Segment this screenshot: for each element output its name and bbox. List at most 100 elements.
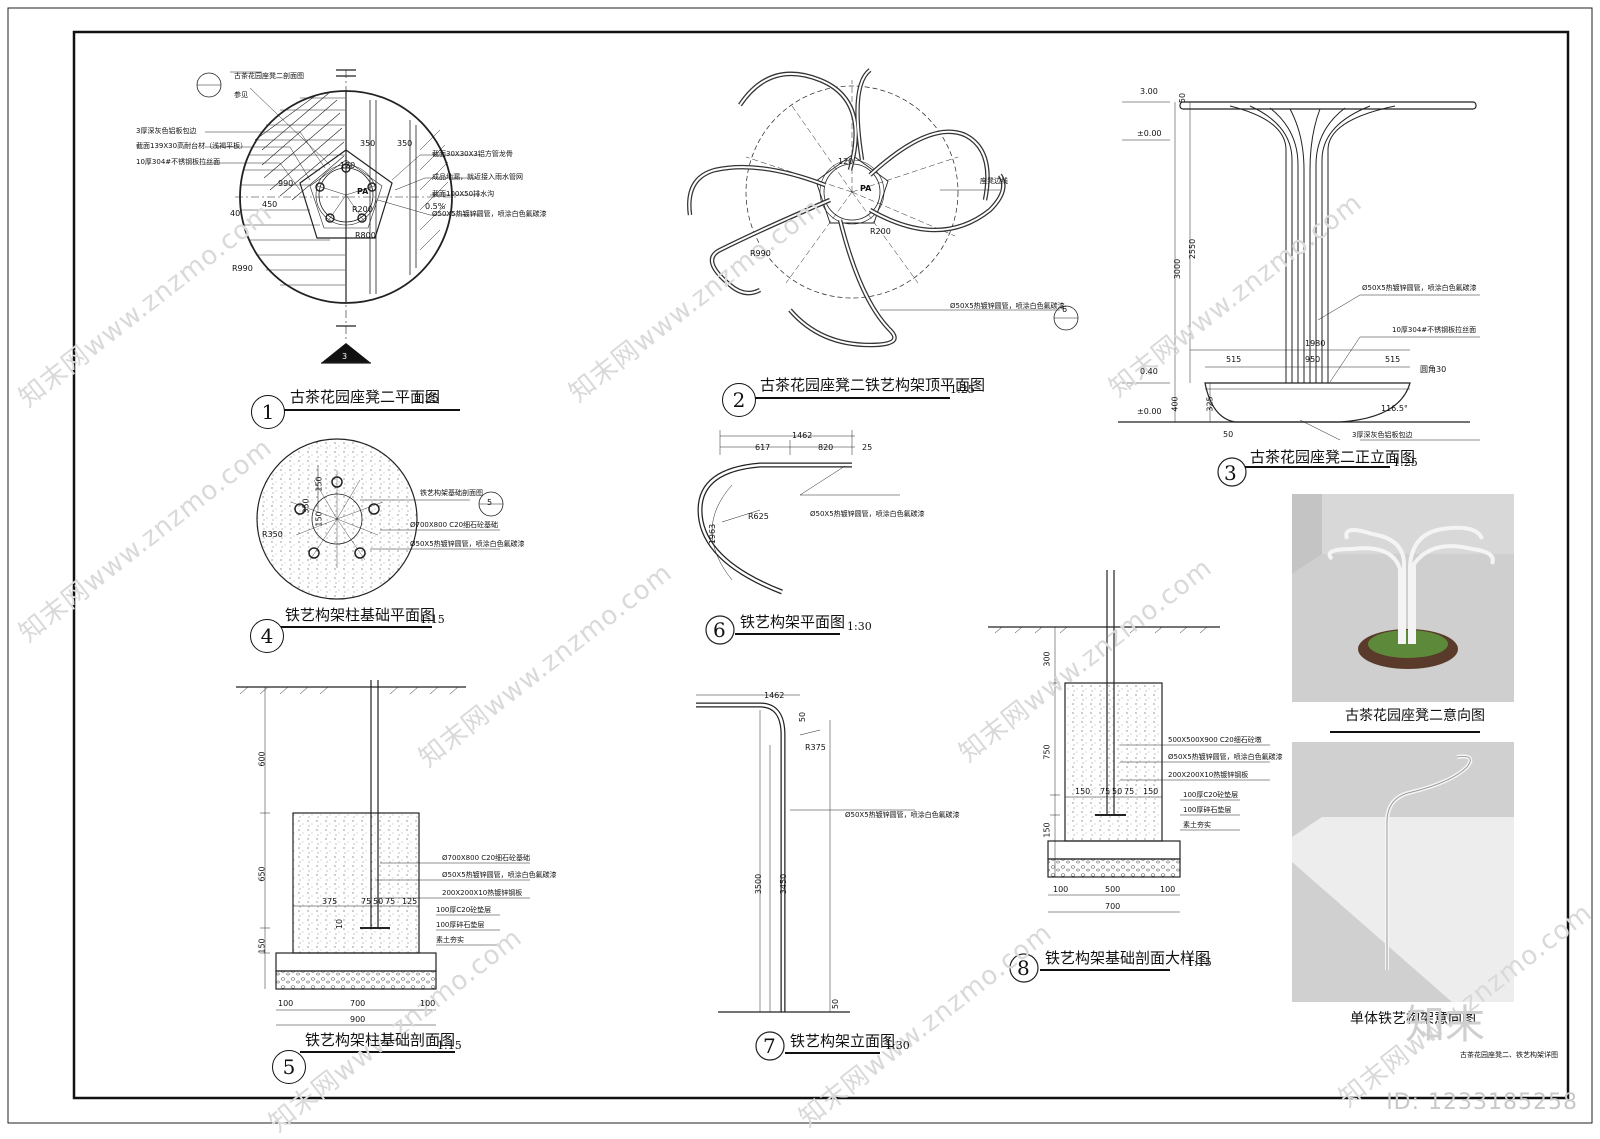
dimension: 150 [1143, 787, 1159, 796]
dimension: R375 [805, 743, 826, 752]
drawing-title-5: 铁艺构架柱基础剖面图 [305, 1031, 456, 1049]
dimension: R990 [232, 264, 253, 273]
drawing-scale-3: 1:25 [1393, 456, 1418, 469]
found-sec-note: Ø50X5热镀锌圆管，喷涂白色氟碳漆 [442, 871, 557, 879]
top-ref-num: 6 [1062, 305, 1068, 314]
dimension: 0.5% [425, 202, 446, 211]
plan-section-ref: 古茶花园座凳二剖面图 [234, 72, 304, 80]
dimension: 125 [402, 897, 418, 906]
detail-section-drawing [988, 570, 1270, 983]
drawing-scale-7: 1:30 [885, 1039, 910, 1052]
dimension: 990 [278, 179, 294, 188]
dimension: 50 [1112, 787, 1123, 796]
dimension: 500 [1105, 885, 1121, 894]
dimension: 900 [350, 1015, 366, 1024]
elev-note: 10厚304#不锈钢板拉丝面 [1392, 326, 1477, 334]
dimension: 150 [1042, 822, 1052, 838]
drawing-scale-4: 1:15 [420, 613, 445, 626]
found-plan-ref: 铁艺构架基础剖面图 [420, 489, 483, 497]
plan-see: 参见 [234, 91, 248, 99]
perspective-caption-1: 古茶花园座凳二意向图 [1345, 708, 1485, 724]
drawing-number-3: 3 [1224, 461, 1237, 485]
dimension: R800 [355, 231, 376, 240]
dimension: 100 [420, 999, 436, 1008]
dimension: 1462 [764, 691, 785, 700]
dimension: 400 [1170, 396, 1180, 412]
found-sec-note: 200X200X10热镀锌钢板 [442, 889, 523, 897]
dimension: 750 [1042, 744, 1052, 760]
image-id: ID: 1233185258 [1386, 1090, 1578, 1115]
dimension: 350 [397, 139, 413, 148]
level: ±0.00 [1137, 129, 1162, 138]
dimension: 2550 [1188, 238, 1198, 260]
detail-note: 100厚碎石垫层 [1183, 806, 1232, 814]
top-plan-drawing [687, 68, 1079, 348]
drawing-scale-8: 1:15 [1187, 956, 1212, 969]
dimension: 700 [1105, 902, 1121, 911]
dimension: 120 [838, 157, 854, 166]
level: ±0.00 [1137, 407, 1162, 416]
elevation-drawing [1118, 101, 1480, 487]
dimension: 1462 [792, 431, 813, 440]
drawing-number-4: 4 [250, 619, 284, 653]
caption-underline [1330, 731, 1480, 733]
dimension: 50 [373, 897, 384, 906]
frame-elev-note: Ø50X5热镀锌圆管，喷涂白色氟碳漆 [845, 811, 960, 819]
level: 0.40 [1140, 367, 1158, 376]
plan-pa: PA [357, 187, 369, 196]
detail-note: 500X500X900 C20细石砼墩 [1168, 736, 1262, 744]
title-underlines [279, 397, 1390, 1054]
dimension: 50 [1178, 92, 1188, 104]
found-sec-note: Ø700X800 C20细石砼基础 [442, 854, 531, 862]
frame-plan-note: Ø50X5热镀锌圆管，喷涂白色氟碳漆 [810, 510, 925, 518]
perspective-caption-2: 单体铁艺构架意向图 [1350, 1011, 1476, 1027]
drawing-number-5: 5 [272, 1050, 306, 1084]
dimension: R990 [750, 249, 771, 258]
dimension: 50 [831, 998, 841, 1010]
detail-note: 200X200X10热镀锌钢板 [1168, 771, 1249, 779]
dimension: 515 [1226, 355, 1242, 364]
found-sec-note: 100厚C20砼垫层 [436, 906, 492, 914]
dimension: 100 [1160, 885, 1176, 894]
drawing-scale-6: 1:30 [847, 620, 872, 633]
drawing-scale-1: 1:25 [414, 392, 439, 405]
dimension: 350 [301, 498, 311, 514]
frame-perspective-image [1292, 742, 1514, 1002]
dimension: 1963 [708, 523, 718, 545]
dimension: 25 [862, 443, 873, 452]
elev-note: Ø50X5热镀锌圆管，喷涂白色氟碳漆 [1362, 284, 1477, 292]
dimension: 515 [1385, 355, 1401, 364]
detail-note: 素土夯实 [1183, 821, 1211, 829]
sheet-title: 古茶花园座凳二、铁艺构架详图 [1460, 1051, 1558, 1059]
top-seat-line: 座凳边线 [980, 177, 1008, 185]
dimension: 75 [361, 897, 372, 906]
dimension: 3500 [754, 873, 764, 895]
dimension: 10 [335, 918, 345, 930]
drawing-number-6: 6 [713, 618, 726, 642]
drawing-number-2: 2 [722, 383, 756, 417]
top-pa: PA [860, 184, 872, 193]
level: 3.00 [1140, 87, 1158, 96]
dimension: R350 [262, 530, 283, 539]
dimension: 150 [257, 938, 267, 954]
drawing-number-1: 1 [251, 395, 285, 429]
dimension: R625 [748, 512, 769, 521]
plan-note: 3厚深灰色铝板包边 [136, 127, 197, 135]
dimension: 150 [314, 476, 324, 492]
dimension: 650 [257, 866, 267, 882]
plan-note: 截面139X30高耐台材（浅褐平板） [136, 142, 248, 150]
detail-note: 100厚C20砼垫层 [1183, 791, 1239, 799]
found-sec-note: 100厚碎石垫层 [436, 921, 485, 929]
dimension: 600 [257, 751, 267, 767]
plan-note: 10厚304#不锈钢板拉丝面 [136, 158, 221, 166]
logo-watermark: 知末 [1405, 1002, 1485, 1048]
plan-note: 截面30X30X3铝方管龙骨 [432, 150, 513, 158]
found-plan-note: Ø50X5热镀锌圆管，喷涂白色氟碳漆 [410, 540, 525, 548]
dimension: 700 [350, 999, 366, 1008]
dimension: 3000 [1173, 258, 1183, 280]
drawing-number-7: 7 [763, 1034, 776, 1058]
found-plan-note: Ø700X800 C20细石砼基础 [410, 521, 499, 529]
dimension: 40 [230, 209, 241, 218]
